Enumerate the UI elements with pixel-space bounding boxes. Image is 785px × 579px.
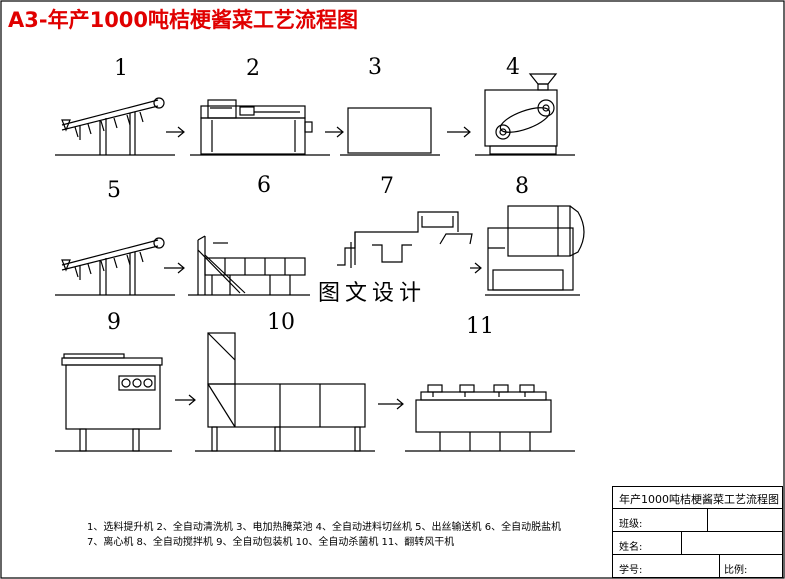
equipment-legend: 1、选料提升机 2、全自动清洗机 3、电加热腌菜池 4、全自动进料切丝机 5、出… <box>87 522 562 548</box>
id-label: 学号: <box>619 565 643 576</box>
title-block-name: 年产1000吨桔梗酱菜工艺流程图 <box>619 493 779 506</box>
arrow-7-8 <box>470 262 482 274</box>
machine-number-2: 2 <box>246 56 260 81</box>
machine-6-desalter <box>188 235 310 296</box>
scale-label: 比例: <box>724 565 748 576</box>
machine-9-packager <box>55 353 172 452</box>
machine-4-cutter <box>475 73 575 156</box>
machine-number-11: 11 <box>466 314 494 339</box>
machine-3-pickling-pool <box>340 107 440 156</box>
machine-number-4: 4 <box>506 55 520 80</box>
machine-1-lifter <box>55 97 175 156</box>
arrow-3-4 <box>447 126 471 138</box>
machine-8-mixer <box>485 205 585 296</box>
machine-number-3: 3 <box>368 55 382 80</box>
machine-number-7: 7 <box>380 174 394 199</box>
machine-number-9: 9 <box>107 310 121 335</box>
title-block: 年产1000吨桔梗酱菜工艺流程图 班级: 姓名: 学号: 比例: <box>612 486 783 578</box>
title-block-row-class: 班级: <box>613 508 782 531</box>
machine-number-6: 6 <box>257 173 271 198</box>
arrow-10-11 <box>378 398 404 410</box>
arrow-5-6 <box>164 262 185 274</box>
machine-number-10: 10 <box>267 310 295 335</box>
diagram-title: A3-年产1000吨桔梗酱菜工艺流程图 <box>8 8 359 32</box>
arrow-2-3 <box>325 126 344 138</box>
machine-10-sterilizer <box>195 332 375 452</box>
machine-2-washer <box>190 99 330 156</box>
title-block-row-name: 姓名: <box>613 531 782 554</box>
arrow-9-10 <box>175 394 196 406</box>
watermark-text: 图文设计 <box>318 275 468 306</box>
machine-number-5: 5 <box>107 178 121 203</box>
machine-5-conveyor <box>55 237 175 296</box>
title-block-row-id: 学号: 比例: <box>613 554 782 578</box>
machine-11-dryer <box>405 384 575 452</box>
arrow-1-2 <box>166 126 185 138</box>
machine-number-1: 1 <box>114 56 128 81</box>
machine-number-8: 8 <box>515 174 529 199</box>
machine-7-centrifuge <box>337 211 473 268</box>
name-label: 姓名: <box>619 542 643 553</box>
class-label: 班级: <box>619 519 643 530</box>
